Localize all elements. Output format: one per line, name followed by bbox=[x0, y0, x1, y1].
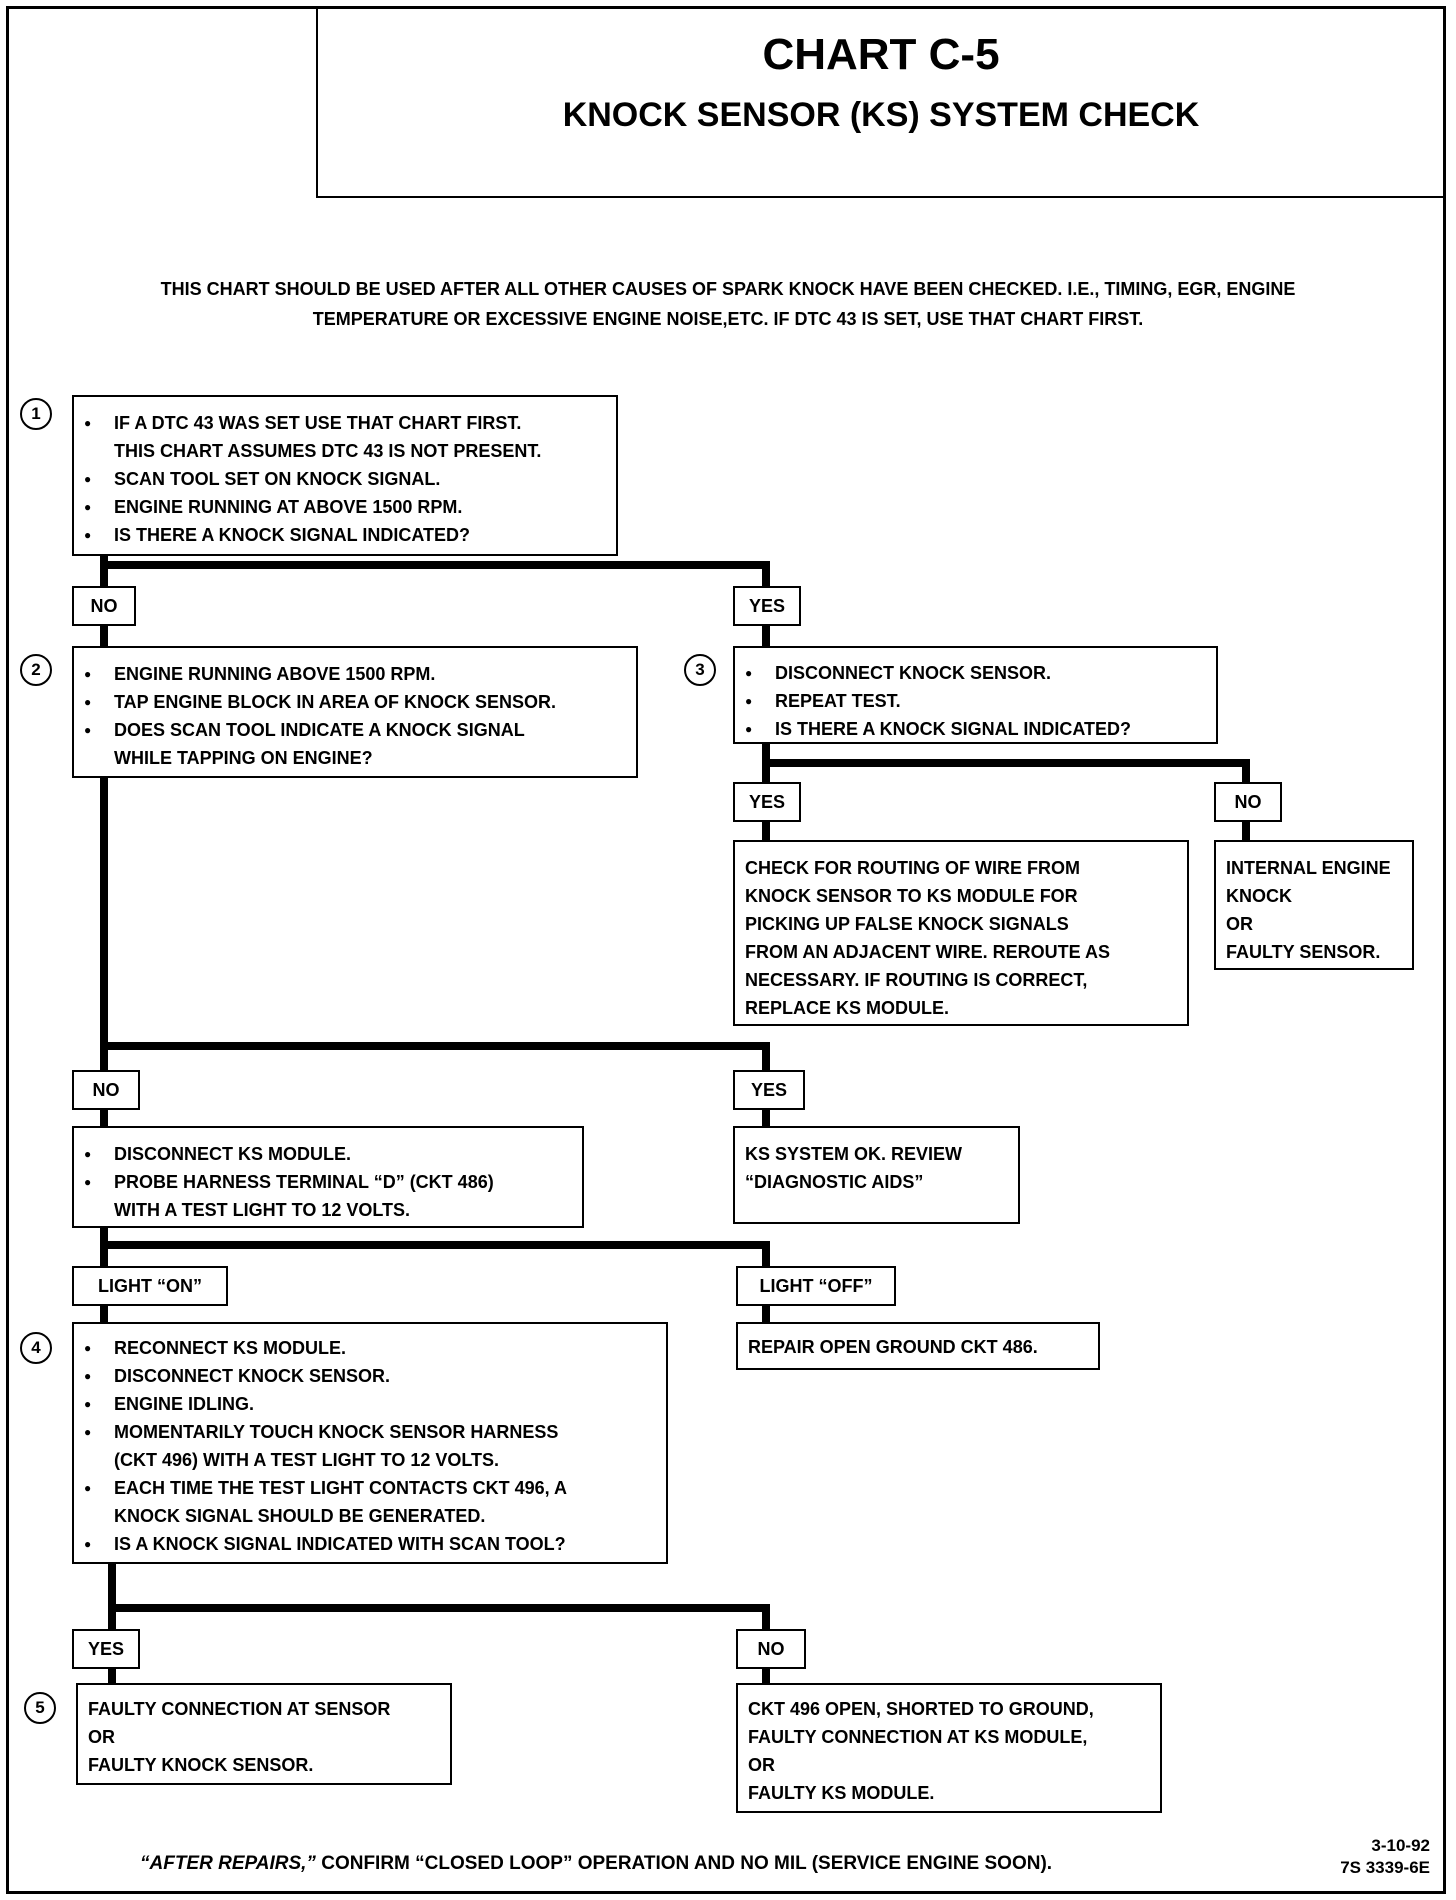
branch-label-yes: YES bbox=[733, 782, 801, 822]
step-1-item: IS THERE A KNOCK SIGNAL INDICATED? bbox=[74, 521, 616, 549]
branch-label-yes: YES bbox=[733, 1070, 805, 1110]
step-4-item: EACH TIME THE TEST LIGHT CONTACTS CKT 49… bbox=[74, 1474, 666, 1530]
footer-note: “AFTER REPAIRS,” CONFIRM “CLOSED LOOP” O… bbox=[140, 1853, 1053, 1874]
disconnect-ks-item: PROBE HARNESS TERMINAL “D” (CKT 486)WITH… bbox=[74, 1168, 582, 1224]
step-3-item: DISCONNECT KNOCK SENSOR. bbox=[735, 659, 1216, 687]
footer-date: 3-10-92 bbox=[1371, 1836, 1430, 1855]
chart-title: CHART C-5 bbox=[762, 30, 1000, 79]
branch-label-no: NO bbox=[72, 1070, 140, 1110]
internal-knock-box: INTERNAL ENGINE KNOCK OR FAULTY SENSOR. bbox=[1214, 840, 1414, 970]
footer-doc-code: 7S 3339-6E bbox=[1340, 1858, 1430, 1877]
step-1-item: SCAN TOOL SET ON KNOCK SIGNAL. bbox=[74, 465, 616, 493]
step-4-box: RECONNECT KS MODULE. DISCONNECT KNOCK SE… bbox=[72, 1322, 668, 1564]
intro-line-2: TEMPERATURE OR EXCESSIVE ENGINE NOISE,ET… bbox=[312, 309, 1144, 329]
branch-label-no: NO bbox=[736, 1629, 806, 1669]
branch-label-yes: YES bbox=[733, 586, 801, 626]
step-4-number: 4 bbox=[20, 1332, 52, 1364]
step-2-box: ENGINE RUNNING ABOVE 1500 RPM. TAP ENGIN… bbox=[72, 646, 638, 778]
step-3-item: IS THERE A KNOCK SIGNAL INDICATED? bbox=[735, 715, 1216, 743]
disconnect-ks-box: DISCONNECT KS MODULE. PROBE HARNESS TERM… bbox=[72, 1126, 584, 1228]
step-1-item: ENGINE RUNNING AT ABOVE 1500 RPM. bbox=[74, 493, 616, 521]
ckt496-box: CKT 496 OPEN, SHORTED TO GROUND, FAULTY … bbox=[736, 1683, 1162, 1813]
ks-system-ok-box: KS SYSTEM OK. REVIEW “DIAGNOSTIC AIDS” bbox=[733, 1126, 1020, 1224]
disconnect-ks-item: DISCONNECT KS MODULE. bbox=[74, 1140, 582, 1168]
branch-label-no: NO bbox=[72, 586, 136, 626]
step-4-item: IS A KNOCK SIGNAL INDICATED WITH SCAN TO… bbox=[74, 1530, 666, 1558]
page-frame bbox=[6, 6, 1446, 1894]
step-1-item: IF A DTC 43 WAS SET USE THAT CHART FIRST… bbox=[74, 409, 616, 465]
step-2-item: TAP ENGINE BLOCK IN AREA OF KNOCK SENSOR… bbox=[74, 688, 636, 716]
branch-label-no: NO bbox=[1214, 782, 1282, 822]
branch-label-light-off: LIGHT “OFF” bbox=[736, 1266, 896, 1306]
step-1-number: 1 bbox=[20, 398, 52, 430]
step-2-number: 2 bbox=[20, 654, 52, 686]
step-4-item: RECONNECT KS MODULE. bbox=[74, 1334, 666, 1362]
step-4-item: DISCONNECT KNOCK SENSOR. bbox=[74, 1362, 666, 1390]
step-3-box: DISCONNECT KNOCK SENSOR. REPEAT TEST. IS… bbox=[733, 646, 1218, 744]
step-3-number: 3 bbox=[684, 654, 716, 686]
chart-subtitle: KNOCK SENSOR (KS) SYSTEM CHECK bbox=[562, 96, 1200, 134]
step-5-number: 5 bbox=[24, 1692, 56, 1724]
branch-label-yes: YES bbox=[72, 1629, 140, 1669]
step-5-box: FAULTY CONNECTION AT SENSOR OR FAULTY KN… bbox=[76, 1683, 452, 1785]
step-1-box: IF A DTC 43 WAS SET USE THAT CHART FIRST… bbox=[72, 395, 618, 556]
step-2-item: DOES SCAN TOOL INDICATE A KNOCK SIGNALWH… bbox=[74, 716, 636, 772]
intro-line-1: THIS CHART SHOULD BE USED AFTER ALL OTHE… bbox=[160, 279, 1296, 299]
title-box bbox=[316, 6, 1446, 198]
step-4-item: ENGINE IDLING. bbox=[74, 1390, 666, 1418]
routing-check-box: CHECK FOR ROUTING OF WIRE FROM KNOCK SEN… bbox=[733, 840, 1189, 1026]
after-repairs: “AFTER REPAIRS,” bbox=[140, 1853, 316, 1874]
branch-label-light-on: LIGHT “ON” bbox=[72, 1266, 228, 1306]
step-2-item: ENGINE RUNNING ABOVE 1500 RPM. bbox=[74, 660, 636, 688]
step-3-item: REPEAT TEST. bbox=[735, 687, 1216, 715]
repair-ground-box: REPAIR OPEN GROUND CKT 486. bbox=[736, 1322, 1100, 1370]
step-4-item: MOMENTARILY TOUCH KNOCK SENSOR HARNESS(C… bbox=[74, 1418, 666, 1474]
